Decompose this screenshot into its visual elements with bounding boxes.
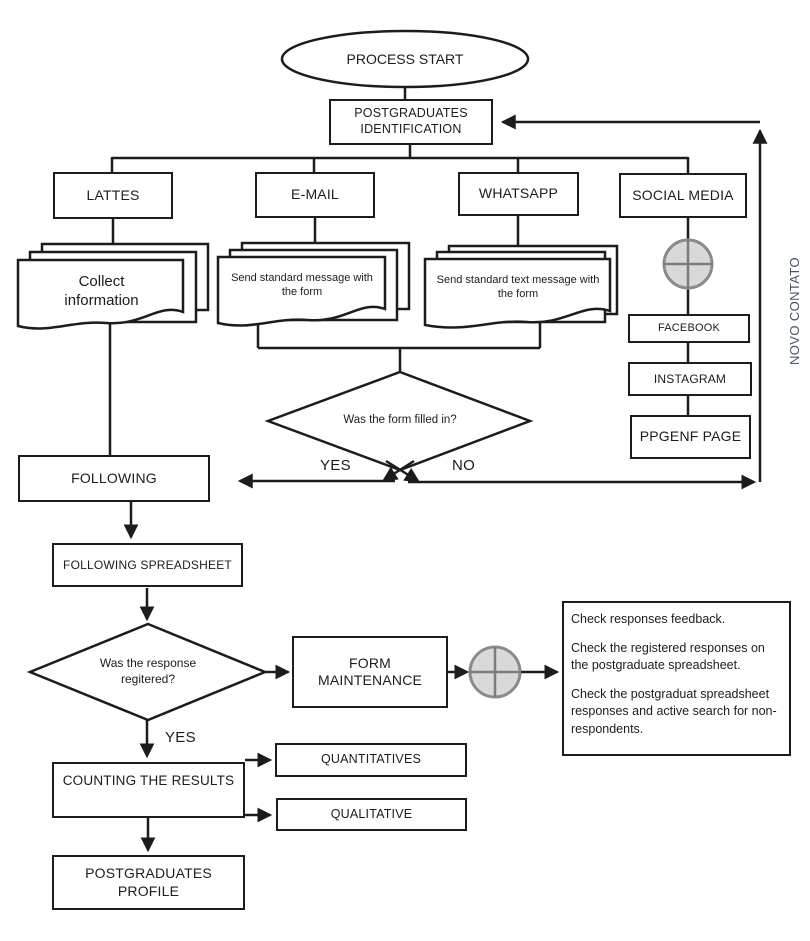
- response-registered-question-label: Was the response regitered?: [99, 656, 197, 686]
- collect-information-label: Collect information: [64, 272, 139, 310]
- check-notes-box: Check responses feedback. Check the regi…: [562, 601, 791, 756]
- node-postgraduates-profile: POSTGRADUATES PROFILE: [52, 855, 245, 910]
- node-ppgenf-page: PPGENF PAGE: [630, 415, 751, 459]
- no-label-form-filled: NO: [452, 457, 476, 474]
- node-facebook: FACEBOOK: [628, 314, 750, 343]
- node-following-spreadsheet: FOLLOWING SPREADSHEET: [52, 543, 243, 587]
- form-maintenance-connector-icon: [468, 645, 522, 699]
- plain-connector-lines: [108, 87, 690, 455]
- node-lattes: LATTES: [53, 172, 173, 219]
- collect-information-document-stack: [16, 242, 210, 330]
- node-instagram: INSTAGRAM: [628, 362, 752, 396]
- email-document-stack: [216, 241, 411, 327]
- node-counting-the-results: COUNTING THE RESULTS: [52, 762, 245, 818]
- whatsapp-document-stack: [423, 244, 619, 329]
- check-note-1: Check responses feedback.: [571, 612, 726, 626]
- node-qualitative: QUALITATIVE: [276, 798, 467, 831]
- node-form-maintenance: FORM MAINTENANCE: [292, 636, 448, 708]
- node-quantitatives: QUANTITATIVES: [275, 743, 467, 777]
- arrow-connector-lines: [123, 114, 768, 853]
- check-note-2: Check the registered responses on the po…: [571, 640, 765, 673]
- yes-label-response-registered: YES: [165, 729, 196, 746]
- novo-contato-label: NOVO CONTATO: [786, 256, 802, 366]
- social-media-connector-icon: [662, 238, 714, 290]
- yes-label-form-filled: YES: [320, 457, 351, 474]
- node-whatsapp: WHATSAPP: [458, 172, 579, 216]
- node-social-media: SOCIAL MEDIA: [619, 173, 747, 218]
- send-standard-text-message-label: Send standard text message with the form: [436, 273, 600, 300]
- node-email: E-MAIL: [255, 172, 375, 218]
- send-standard-message-label: Send standard message with the form: [231, 271, 373, 298]
- form-filled-question-label: Was the form filled in?: [343, 413, 457, 426]
- process-start-ellipse: [280, 29, 530, 89]
- check-note-3: Check the postgraduat spreadsheet respon…: [571, 686, 777, 736]
- node-following: FOLLOWING: [18, 455, 210, 502]
- process-start-label: PROCESS START: [346, 51, 464, 68]
- node-postgraduates-identification: POSTGRADUATES IDENTIFICATION: [329, 99, 493, 145]
